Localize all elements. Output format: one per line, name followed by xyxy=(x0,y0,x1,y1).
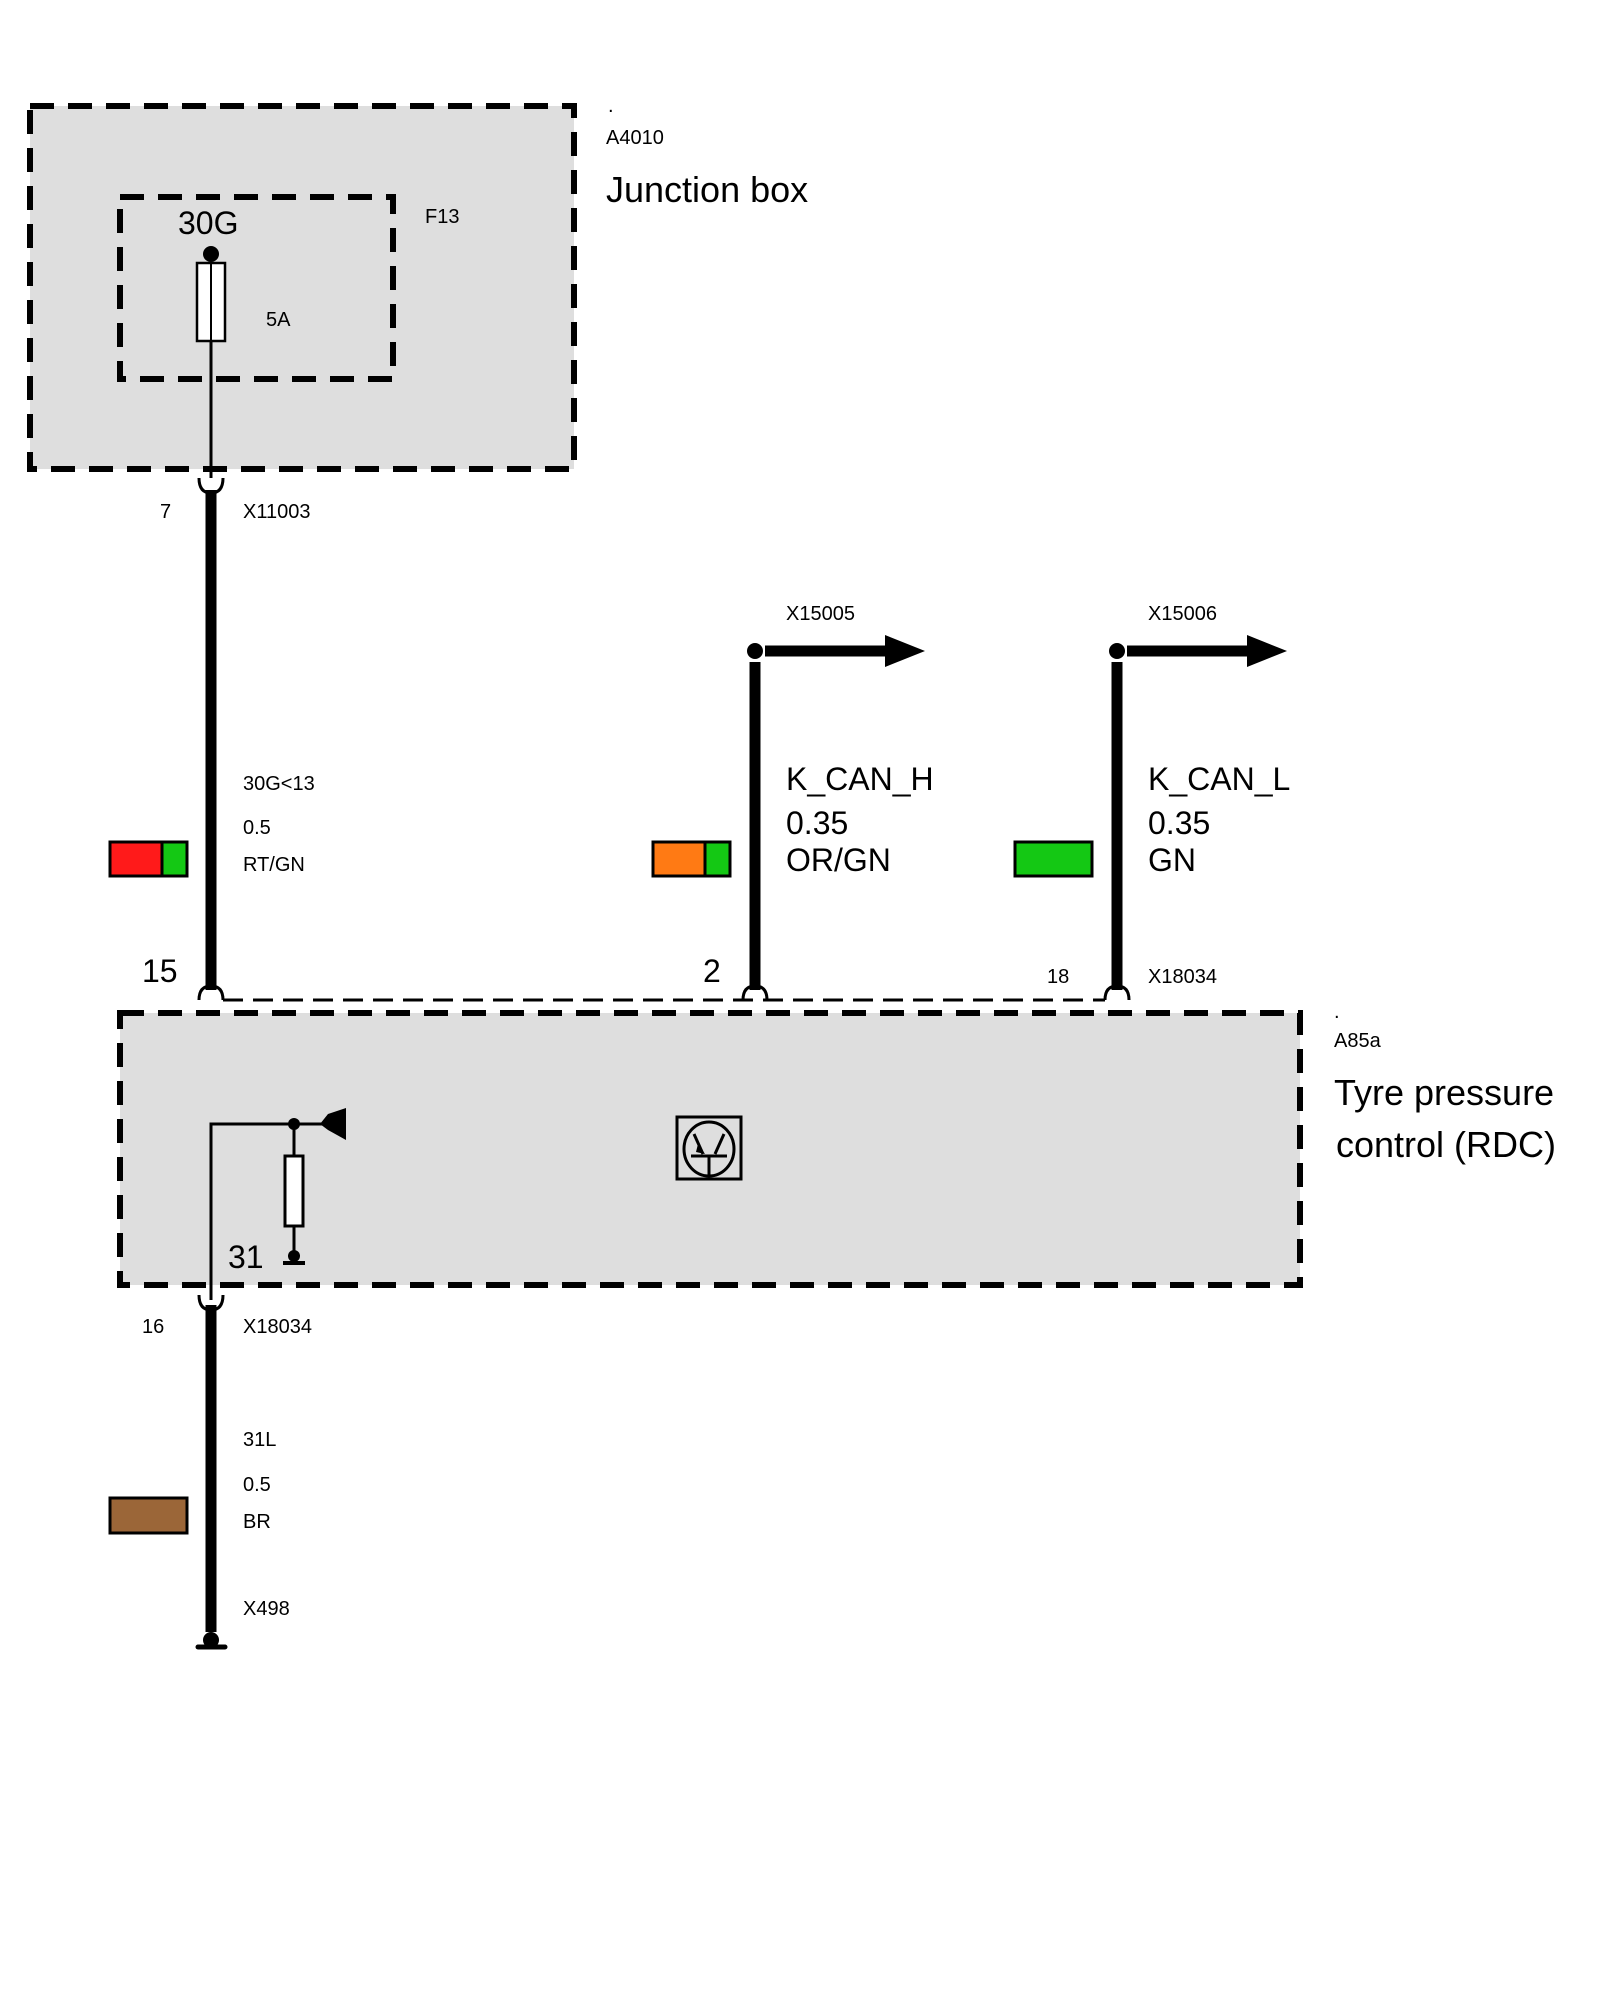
connector-pin-18-icon xyxy=(1103,984,1131,1001)
junction-dot xyxy=(747,643,763,659)
junction-box-title: Junction box xyxy=(606,169,808,210)
internal-ground-line xyxy=(209,1122,330,1300)
wire-k-can-h-gauge: 0.35 xyxy=(786,805,848,841)
color-swatch-gn xyxy=(1013,840,1094,878)
pin-16: 16 xyxy=(142,1316,164,1338)
terminal-dot xyxy=(203,246,219,262)
color-swatch-or-gn xyxy=(651,840,732,878)
resistor-icon xyxy=(283,1154,305,1228)
transistor-icon xyxy=(675,1115,743,1181)
connector-x11003: X11003 xyxy=(243,501,310,523)
wire-ground-color-code: BR xyxy=(243,1511,271,1533)
wire-k-can-l-signal: K_CAN_L xyxy=(1148,761,1290,797)
pin-15: 15 xyxy=(142,953,178,989)
color-swatch-br xyxy=(108,1496,189,1535)
color-swatch-rt-gn xyxy=(108,840,189,878)
junction-dot xyxy=(1109,643,1125,659)
wire-k-can-l-gauge: 0.35 xyxy=(1148,805,1210,841)
arrow-right-icon xyxy=(885,635,925,667)
wire-supply-signal: 30G<13 xyxy=(243,773,315,795)
wire-ground-gauge: 0.5 xyxy=(243,1474,271,1496)
rdc-module-title-line1: Tyre pressure xyxy=(1334,1072,1554,1113)
connector-x15005: X15005 xyxy=(786,603,855,625)
junction-box-dot: . xyxy=(608,95,614,117)
connector-x18034-top: X18034 xyxy=(1148,966,1217,988)
wire-supply-gauge: 0.5 xyxy=(243,817,271,839)
signal-input-arrow-icon xyxy=(320,1108,346,1140)
rdc-module-dot: . xyxy=(1334,1001,1340,1023)
wire-k-can-h-color-code: OR/GN xyxy=(786,842,891,878)
rdc-module[interactable] xyxy=(117,1010,1303,1288)
fuse-terminal-label: 30G xyxy=(178,205,238,241)
ground-terminal-label: 31 xyxy=(228,1239,264,1275)
fuse-id: F13 xyxy=(425,206,459,228)
connector-x18034-bottom: X18034 xyxy=(243,1316,312,1338)
rdc-module-id: A85a xyxy=(1334,1030,1382,1052)
wire-supply-color-code: RT/GN xyxy=(243,854,305,876)
junction-box[interactable] xyxy=(27,103,577,472)
wire-k-can-h-signal: K_CAN_H xyxy=(786,761,934,797)
wire-k-can-l-color-code: GN xyxy=(1148,842,1196,878)
wire-ground-signal: 31L xyxy=(243,1429,276,1451)
connector-pin-2-icon xyxy=(741,984,769,1001)
rdc-module-title-line2: control (RDC) xyxy=(1336,1124,1556,1165)
pin-18: 18 xyxy=(1047,966,1069,988)
ground-dot xyxy=(288,1250,300,1262)
arrow-right-icon xyxy=(1247,635,1287,667)
pin-7: 7 xyxy=(160,501,171,523)
ground-point-x498: X498 xyxy=(243,1598,290,1620)
fuse-holder-f13[interactable] xyxy=(117,194,396,382)
fuse-rating: 5A xyxy=(266,309,291,331)
connector-pin-15-icon xyxy=(197,984,225,1001)
connector-x15006: X15006 xyxy=(1148,603,1217,625)
ground-dot xyxy=(203,1632,219,1648)
pin-2: 2 xyxy=(703,953,721,989)
junction-box-id: A4010 xyxy=(606,127,664,149)
